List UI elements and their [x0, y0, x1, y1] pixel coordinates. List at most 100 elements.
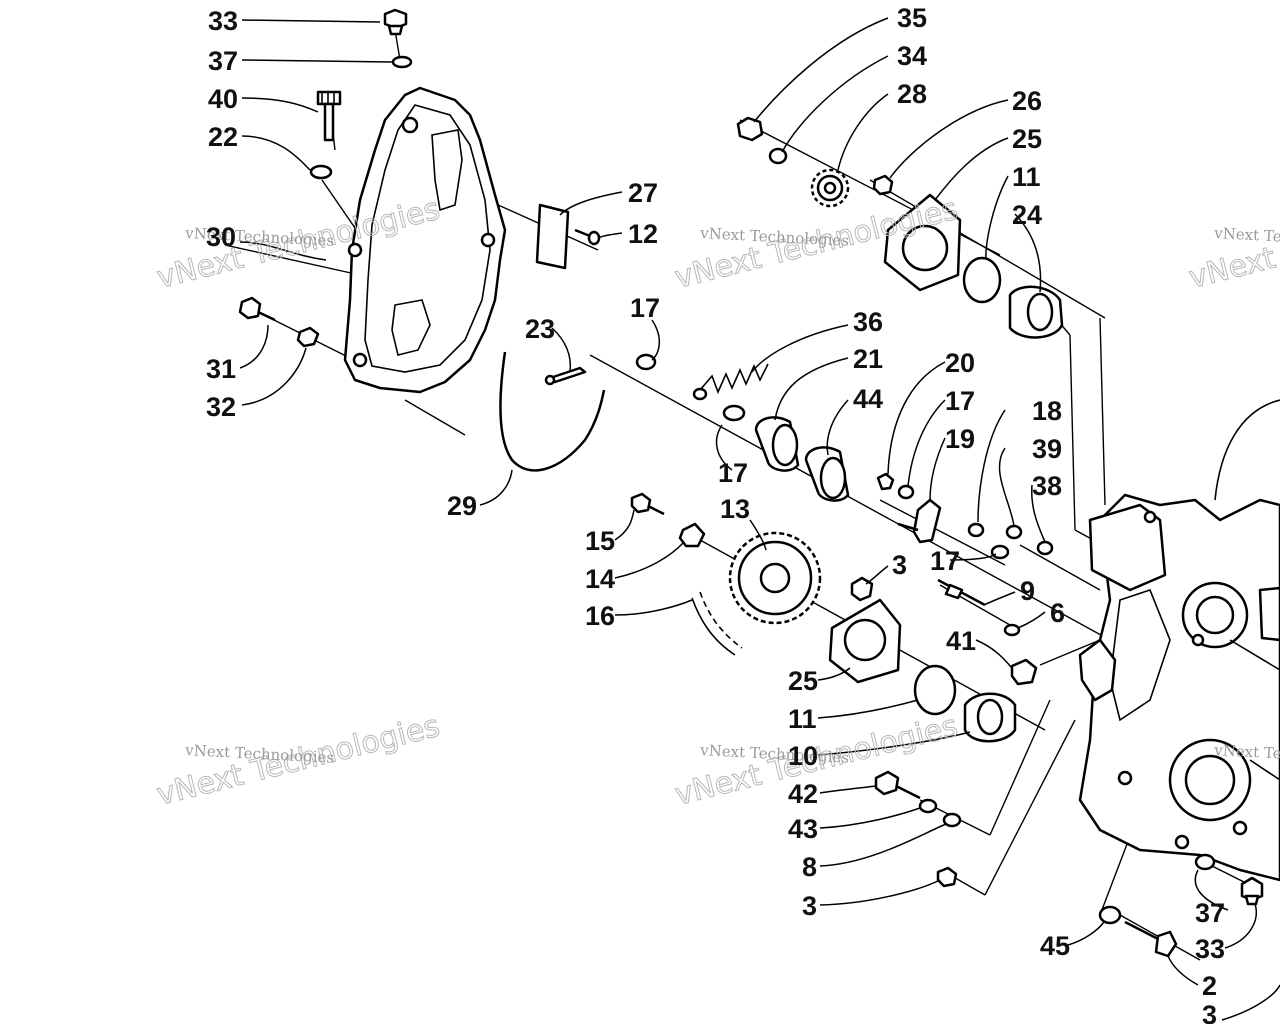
part-27-plate	[535, 203, 570, 270]
callout-38: 38	[1032, 471, 1062, 501]
part-31-bolt	[238, 296, 276, 322]
part-19-bracket	[897, 498, 942, 544]
part-29-cable	[499, 351, 606, 472]
callout-33-bottom: 33	[1195, 934, 1225, 964]
callout-3-a: 3	[892, 550, 907, 580]
callout-17-a: 17	[630, 293, 660, 323]
part-25-flange-top	[883, 193, 962, 292]
callout-26: 26	[1012, 86, 1042, 116]
callout-43: 43	[788, 814, 818, 844]
part-35-nut	[736, 116, 764, 142]
part-11-seal-top	[962, 256, 1002, 304]
callout-40: 40	[208, 84, 238, 114]
part-22-o-ring	[309, 164, 333, 180]
callout-34: 34	[897, 41, 927, 71]
part-chaincase-housing	[1078, 493, 1280, 882]
callout-28: 28	[897, 79, 927, 109]
part-44-roller	[804, 446, 850, 502]
callout-29: 29	[447, 491, 477, 521]
part-20-nut	[876, 472, 895, 491]
callout-14: 14	[585, 564, 615, 594]
callout-36: 36	[853, 307, 883, 337]
part-21-roller	[754, 416, 800, 472]
callout-11-top: 11	[1012, 162, 1041, 192]
callout-3-c: 3	[1202, 1000, 1217, 1024]
callout-19: 19	[945, 424, 975, 454]
part-8-washer	[942, 812, 962, 828]
part-45-washer	[1098, 905, 1122, 925]
callout-13: 13	[720, 494, 750, 524]
callout-42: 42	[788, 779, 818, 809]
callout-9: 9	[1020, 576, 1035, 606]
callout-21: 21	[853, 344, 883, 374]
callout-25-top: 25	[1012, 124, 1042, 154]
part-37-washer-top	[391, 55, 413, 69]
callout-labels: 33 37 40 22 30 31 32 27 12 23 17 36 29 1…	[206, 3, 1225, 1024]
part-18-nut	[967, 522, 985, 538]
callout-17-b: 17	[718, 458, 748, 488]
part-40-plug	[316, 90, 342, 142]
part-13-sprocket-large	[728, 531, 822, 625]
part-25-flange-bottom	[828, 598, 902, 684]
callout-41: 41	[946, 626, 976, 656]
part-34-washer	[768, 147, 788, 165]
part-32-lock-washer	[296, 326, 320, 348]
part-41-fitting	[1010, 658, 1038, 686]
part-3-nut-b	[936, 866, 958, 888]
callout-18: 18	[1032, 396, 1062, 426]
part-17-washer-b	[722, 404, 746, 422]
callout-23: 23	[525, 314, 555, 344]
callout-35: 35	[897, 3, 927, 33]
callout-16: 16	[585, 601, 615, 631]
callout-39: 39	[1032, 434, 1062, 464]
part-10-bearing	[963, 692, 1017, 743]
callout-44: 44	[853, 384, 883, 414]
callout-25-bottom: 25	[788, 666, 818, 696]
callout-12: 12	[628, 219, 658, 249]
callout-24: 24	[1012, 200, 1042, 230]
callout-15: 15	[585, 526, 615, 556]
callout-17-c: 17	[945, 386, 975, 416]
part-9-stud	[937, 578, 986, 607]
part-6-washer	[1003, 623, 1021, 637]
callout-37-top: 37	[208, 46, 238, 76]
callout-6: 6	[1050, 598, 1065, 628]
callout-2: 2	[1202, 971, 1217, 1001]
callout-11-bottom: 11	[788, 704, 817, 734]
leader-lines	[239, 17, 1280, 1021]
callout-17-d: 17	[930, 546, 960, 576]
callout-3-b: 3	[802, 891, 817, 921]
callout-33-top: 33	[208, 6, 238, 36]
part-36-spring	[692, 363, 769, 401]
part-43-washer	[918, 798, 938, 814]
part-17-washer-a	[635, 353, 657, 371]
part-15-bolt	[630, 492, 665, 516]
callout-20: 20	[945, 348, 975, 378]
part-26-nut	[872, 174, 894, 196]
part-14-washer	[678, 522, 706, 548]
part-11-seal-bottom	[913, 664, 957, 716]
part-right-curve	[1214, 399, 1280, 501]
part-28-sprocket-small	[810, 168, 850, 208]
part-42-bolt	[874, 770, 921, 800]
part-39-nut	[1005, 524, 1023, 540]
part-16-chain	[691, 591, 743, 656]
callout-45: 45	[1040, 931, 1070, 961]
part-17-washer-d	[990, 544, 1010, 560]
part-2-bolt	[1124, 920, 1178, 958]
callout-27: 27	[628, 178, 658, 208]
part-37-washer-bottom	[1194, 853, 1216, 871]
callout-37-bottom: 37	[1195, 898, 1225, 928]
part-17-washer-c	[897, 484, 915, 500]
part-33-bolt-top	[383, 8, 408, 36]
callout-8: 8	[802, 852, 817, 882]
part-38-washer	[1036, 540, 1054, 556]
part-24-bearing	[1008, 285, 1064, 339]
callout-32: 32	[206, 392, 236, 422]
part-30-chaincase-cover	[343, 86, 507, 394]
callout-30: 30	[206, 222, 236, 252]
callout-10: 10	[788, 741, 818, 771]
part-33-bolt-bottom	[1240, 876, 1264, 906]
callout-22: 22	[208, 122, 238, 152]
